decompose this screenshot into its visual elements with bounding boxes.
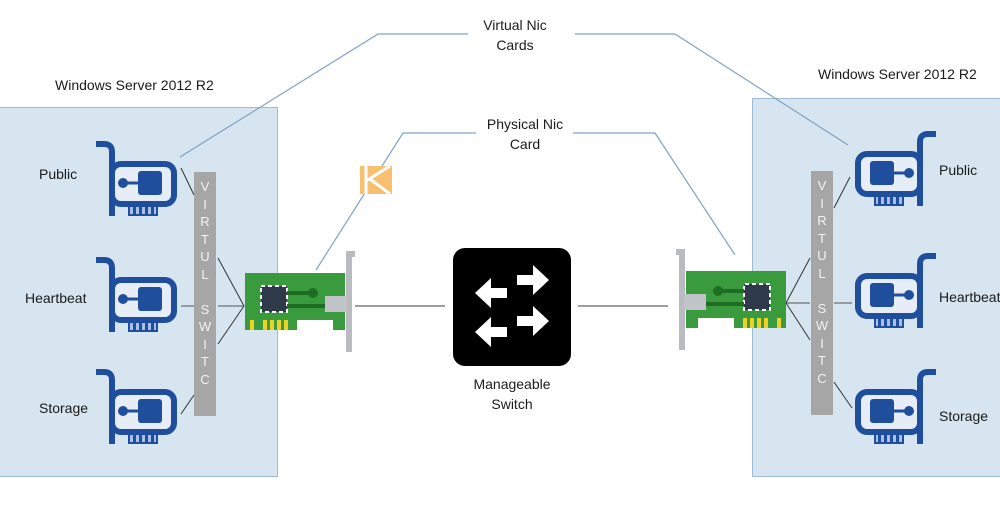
left-vnic-public-label: Public: [39, 166, 78, 182]
left-vswitch-link-bot: [217, 305, 245, 345]
left-vnic-storage-icon: [96, 369, 177, 444]
left-vswitch-link-top: [217, 257, 245, 307]
switch-label-line2: Switch: [491, 396, 533, 412]
vswitch-letter: T: [201, 231, 209, 247]
vswitch-letter: I: [820, 195, 824, 211]
vswitch-letter: T: [818, 230, 826, 246]
right-link-storage: [833, 381, 853, 409]
right-vnic-storage-label: Storage: [939, 408, 989, 424]
vswitch-letter: L: [201, 266, 209, 282]
vswitch-letter: U: [817, 248, 827, 263]
right-vnic-heartbeat-label: Heartbeat: [939, 289, 1000, 305]
physical-nic-callout-line-right: [573, 132, 736, 256]
left-server-title: Windows Server 2012 R2: [55, 77, 214, 93]
vswitch-letter: C: [200, 371, 210, 387]
left-link-public: [180, 167, 195, 196]
virtual-nic-callout-line2: Cards: [496, 37, 534, 53]
vswitch-letter: L: [818, 265, 826, 281]
left-link-storage: [180, 394, 195, 415]
watermark-logo-icon: [360, 164, 392, 196]
right-virtual-switch: V I R T U L S W I T C: [811, 171, 833, 415]
right-vnic-public-label: Public: [939, 162, 978, 178]
vswitch-letter: T: [201, 354, 209, 369]
vswitch-letter: I: [820, 335, 824, 351]
left-vnic-storage-label: Storage: [39, 400, 89, 416]
right-vswitch-link-top: [785, 257, 811, 304]
right-vnic-public-icon: [855, 131, 936, 206]
vswitch-letter: R: [817, 213, 827, 228]
vswitch-letter: V: [200, 179, 210, 194]
manageable-switch-label: Manageable Switch: [455, 374, 569, 414]
vswitch-letter: W: [815, 318, 829, 333]
left-vnic-heartbeat-icon: [96, 257, 177, 332]
right-vnic-storage-icon: [855, 369, 936, 444]
right-physical-nic-icon: [676, 249, 786, 350]
virtual-nic-callout-line-right: [575, 33, 849, 146]
virtual-nic-callout-line1: Virtual Nic: [483, 17, 547, 33]
physical-nic-callout-line2: Card: [509, 136, 541, 152]
vswitch-letter: C: [817, 370, 827, 386]
vswitch-letter: V: [817, 178, 827, 193]
physical-nic-callout-line1: Physical Nic: [486, 116, 564, 132]
virtual-nic-callout: Virtual Nic Cards: [470, 15, 560, 55]
vswitch-letter: S: [200, 301, 210, 317]
vswitch-letter: T: [818, 353, 826, 368]
right-link-public: [833, 176, 851, 209]
right-vswitch-link-bot: [785, 302, 811, 341]
vswitch-letter: W: [198, 319, 212, 334]
vswitch-letter: I: [203, 196, 207, 212]
left-vnic-heartbeat-label: Heartbeat: [25, 290, 87, 306]
vswitch-letter: R: [200, 214, 210, 229]
physical-nic-callout: Physical Nic Card: [472, 114, 578, 154]
left-physical-nic-icon: [245, 251, 355, 352]
vswitch-letter: S: [817, 300, 827, 316]
left-vnic-public-icon: [96, 141, 177, 216]
vswitch-letter: I: [203, 336, 207, 352]
right-vnic-heartbeat-icon: [855, 253, 936, 328]
switch-arrows-icon: [453, 248, 571, 366]
left-virtual-switch: V I R T U L S W I T C: [194, 172, 216, 416]
switch-label-line1: Manageable: [473, 376, 551, 392]
right-server-title: Windows Server 2012 R2: [818, 66, 977, 82]
vswitch-letter: U: [200, 249, 210, 264]
physical-nic-callout-line-left: [315, 132, 476, 271]
virtual-nic-callout-line-left: [179, 33, 468, 158]
